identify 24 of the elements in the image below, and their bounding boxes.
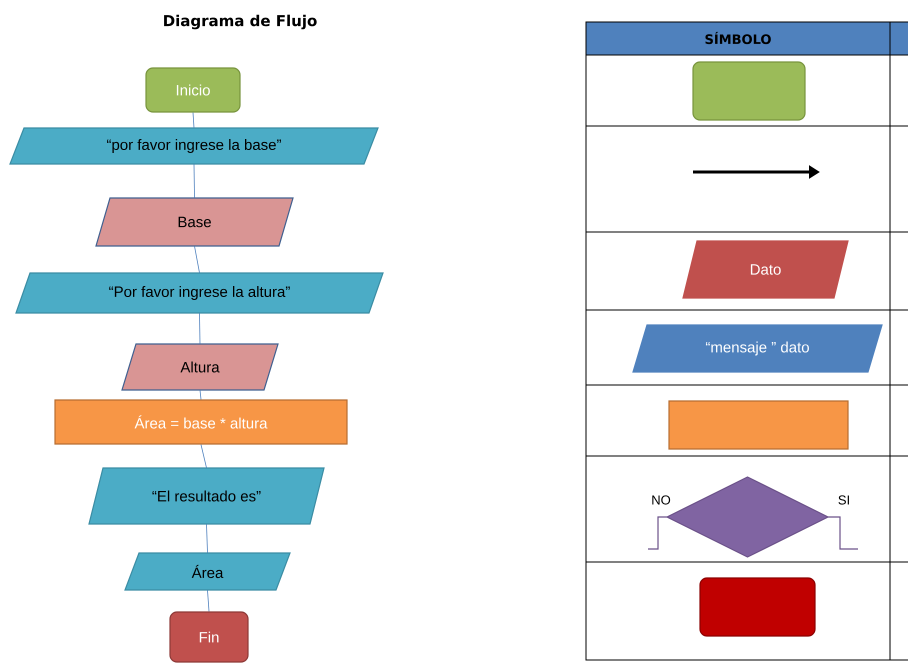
input-parallelogram: Altura <box>121 343 279 391</box>
connector-line <box>192 112 194 128</box>
start-symbol <box>692 61 806 121</box>
connector-line <box>194 164 195 198</box>
input-parallelogram: Base <box>95 197 294 247</box>
output-parallelogram: “El resultado es” <box>88 467 325 525</box>
branch-label: NO <box>652 495 670 505</box>
output-parallelogram: “por favor ingrese la base” <box>9 127 379 165</box>
connector-line <box>206 524 208 554</box>
output-parallelogram: Área <box>124 552 291 591</box>
connector-line <box>200 444 207 468</box>
connector-line <box>194 246 200 274</box>
process-box: Área = base * altura <box>54 399 348 445</box>
end-box: Fin <box>169 611 249 663</box>
connector-line <box>199 312 200 344</box>
diagram-title: Diagrama de Flujo <box>164 14 317 30</box>
end-symbol <box>699 577 816 637</box>
start-box: Inicio <box>145 67 241 113</box>
column-header: SÍMBOLO <box>705 32 771 44</box>
process-symbol <box>668 400 849 450</box>
connector-line <box>207 590 210 612</box>
decision-diamond <box>648 476 858 558</box>
output-parallelogram: “Por favor ingrese la altura” <box>15 272 384 314</box>
connector-line <box>200 390 202 400</box>
